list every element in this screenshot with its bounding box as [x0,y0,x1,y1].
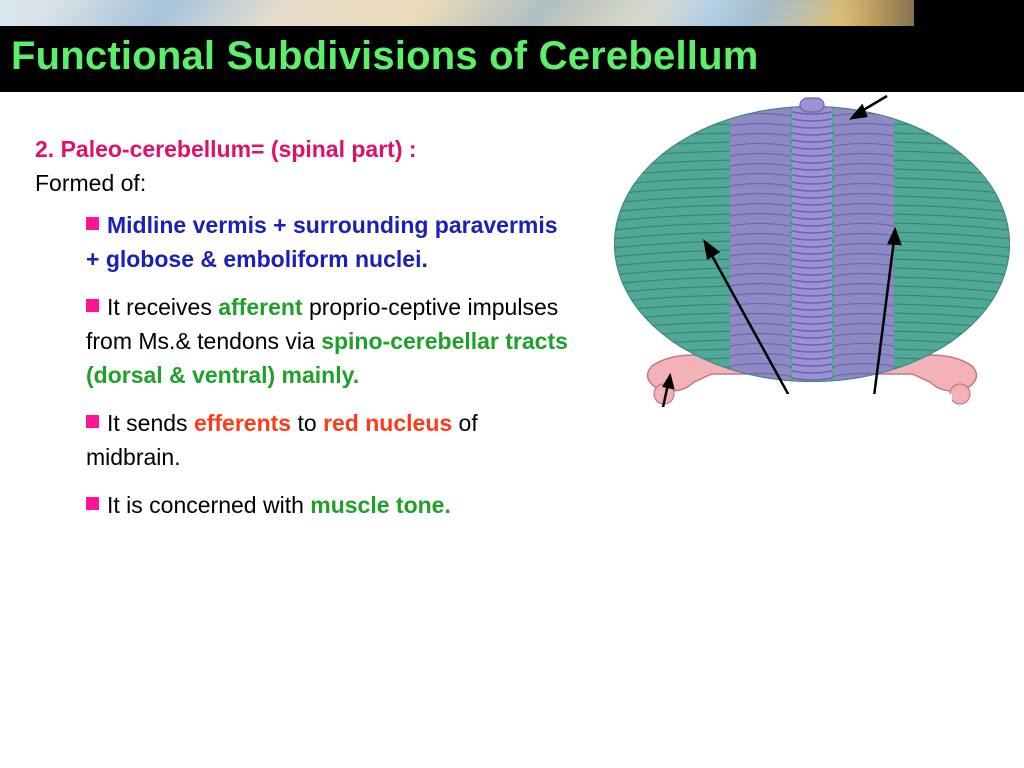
bullet-text-segment: It receives [107,294,219,320]
cropped-label-area [752,394,952,407]
bullet-text-segment: muscle tone. [310,492,451,518]
bullet-text-segment: proprio-ceptive impulses from Ms.& tendo… [86,294,559,354]
bullet-text-segment: afferent [218,294,303,320]
square-bullet-icon [86,217,99,230]
slide-title: Functional Subdivisions of Cerebellum [11,34,759,78]
square-bullet-icon [86,415,99,428]
slide-body: 2. Paleo-cerebellum= (spinal part) : For… [35,132,595,536]
header-decoration-strip [0,0,1024,26]
decor-corner [914,0,1024,26]
hemisphere-shape [614,106,1010,382]
title-bar [0,26,1024,92]
label-arrows [661,94,902,407]
bullet-text-segment: It sends [107,410,194,436]
bullet-item: It sends efferents to red nucleus of mid… [86,406,576,474]
bullet-item: It is concerned with muscle tone. [86,488,576,522]
section-heading: 2. Paleo-cerebellum= (spinal part) : [35,136,417,162]
bullet-text-segment: spino-cerebellar tracts (dorsal & ventra… [86,328,568,388]
square-bullet-icon [86,497,99,510]
bullet-item: Midline vermis + surrounding paravermis … [86,208,576,276]
formed-of-label: Formed of: [35,170,147,196]
bullet-item: It receives afferent proprio-ceptive imp… [86,290,576,392]
bullet-text-segment: It is concerned with [107,492,311,518]
cerebellum-figure [612,94,1012,407]
bullet-text-segment: of midbrain. [86,410,478,470]
square-bullet-icon [86,299,99,312]
cerebellum-illustration-icon [614,94,1010,407]
decor-streak [30,0,350,26]
decor-streak [630,0,950,26]
bullet-text-segment: Midline vermis + surrounding paravermis … [86,212,558,272]
bullet-text-segment: efferents [193,410,292,436]
bullet-list: Midline vermis + surrounding paravermis … [86,208,576,522]
vermis-tip [799,97,825,113]
bullet-text-segment: to [291,410,324,436]
bullet-text-segment: red nucleus [323,410,453,436]
